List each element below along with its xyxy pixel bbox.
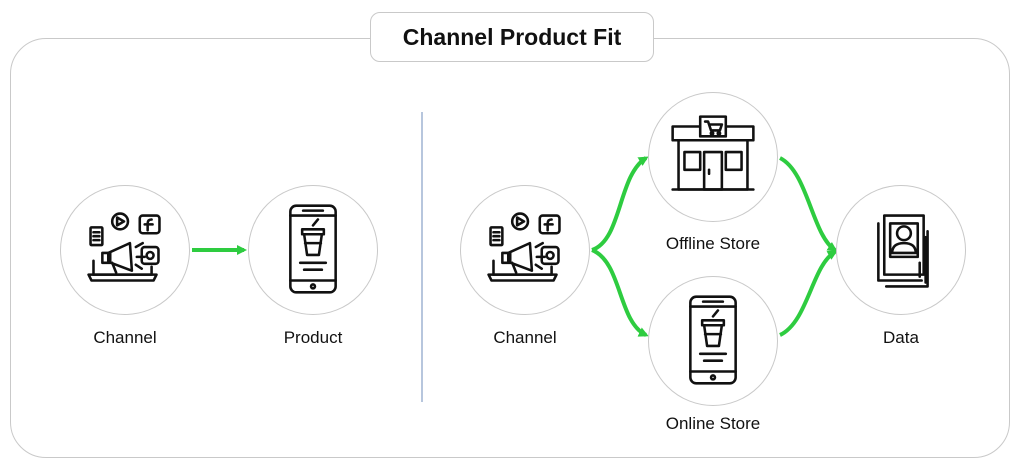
product-node bbox=[248, 185, 378, 315]
marketing-channel-icon bbox=[487, 212, 561, 282]
channel-node-right bbox=[460, 185, 590, 315]
data-node bbox=[836, 185, 966, 315]
profile-document-icon bbox=[877, 214, 929, 288]
store-icon bbox=[671, 115, 755, 191]
offline-store-label: Offline Store bbox=[665, 234, 761, 253]
arrow-online-to-data bbox=[778, 250, 838, 337]
channel-label-left: Channel bbox=[93, 328, 157, 347]
arrow-offline-to-data bbox=[778, 156, 838, 252]
channel-node-left bbox=[60, 185, 190, 315]
data-label: Data bbox=[883, 328, 919, 347]
online-store-label: Online Store bbox=[665, 414, 761, 433]
channel-label-right: Channel bbox=[493, 328, 557, 347]
online-store-node bbox=[648, 276, 778, 406]
section-divider bbox=[421, 112, 423, 402]
diagram-title: Channel Product Fit bbox=[370, 12, 654, 62]
arrow-channel-to-offline bbox=[591, 156, 649, 252]
product-label: Product bbox=[283, 328, 343, 347]
mobile-drink-icon bbox=[289, 204, 337, 294]
marketing-channel-icon bbox=[87, 212, 161, 282]
mobile-drink-icon bbox=[689, 295, 737, 385]
offline-store-node bbox=[648, 92, 778, 222]
arrow-channel-to-online bbox=[591, 248, 649, 337]
